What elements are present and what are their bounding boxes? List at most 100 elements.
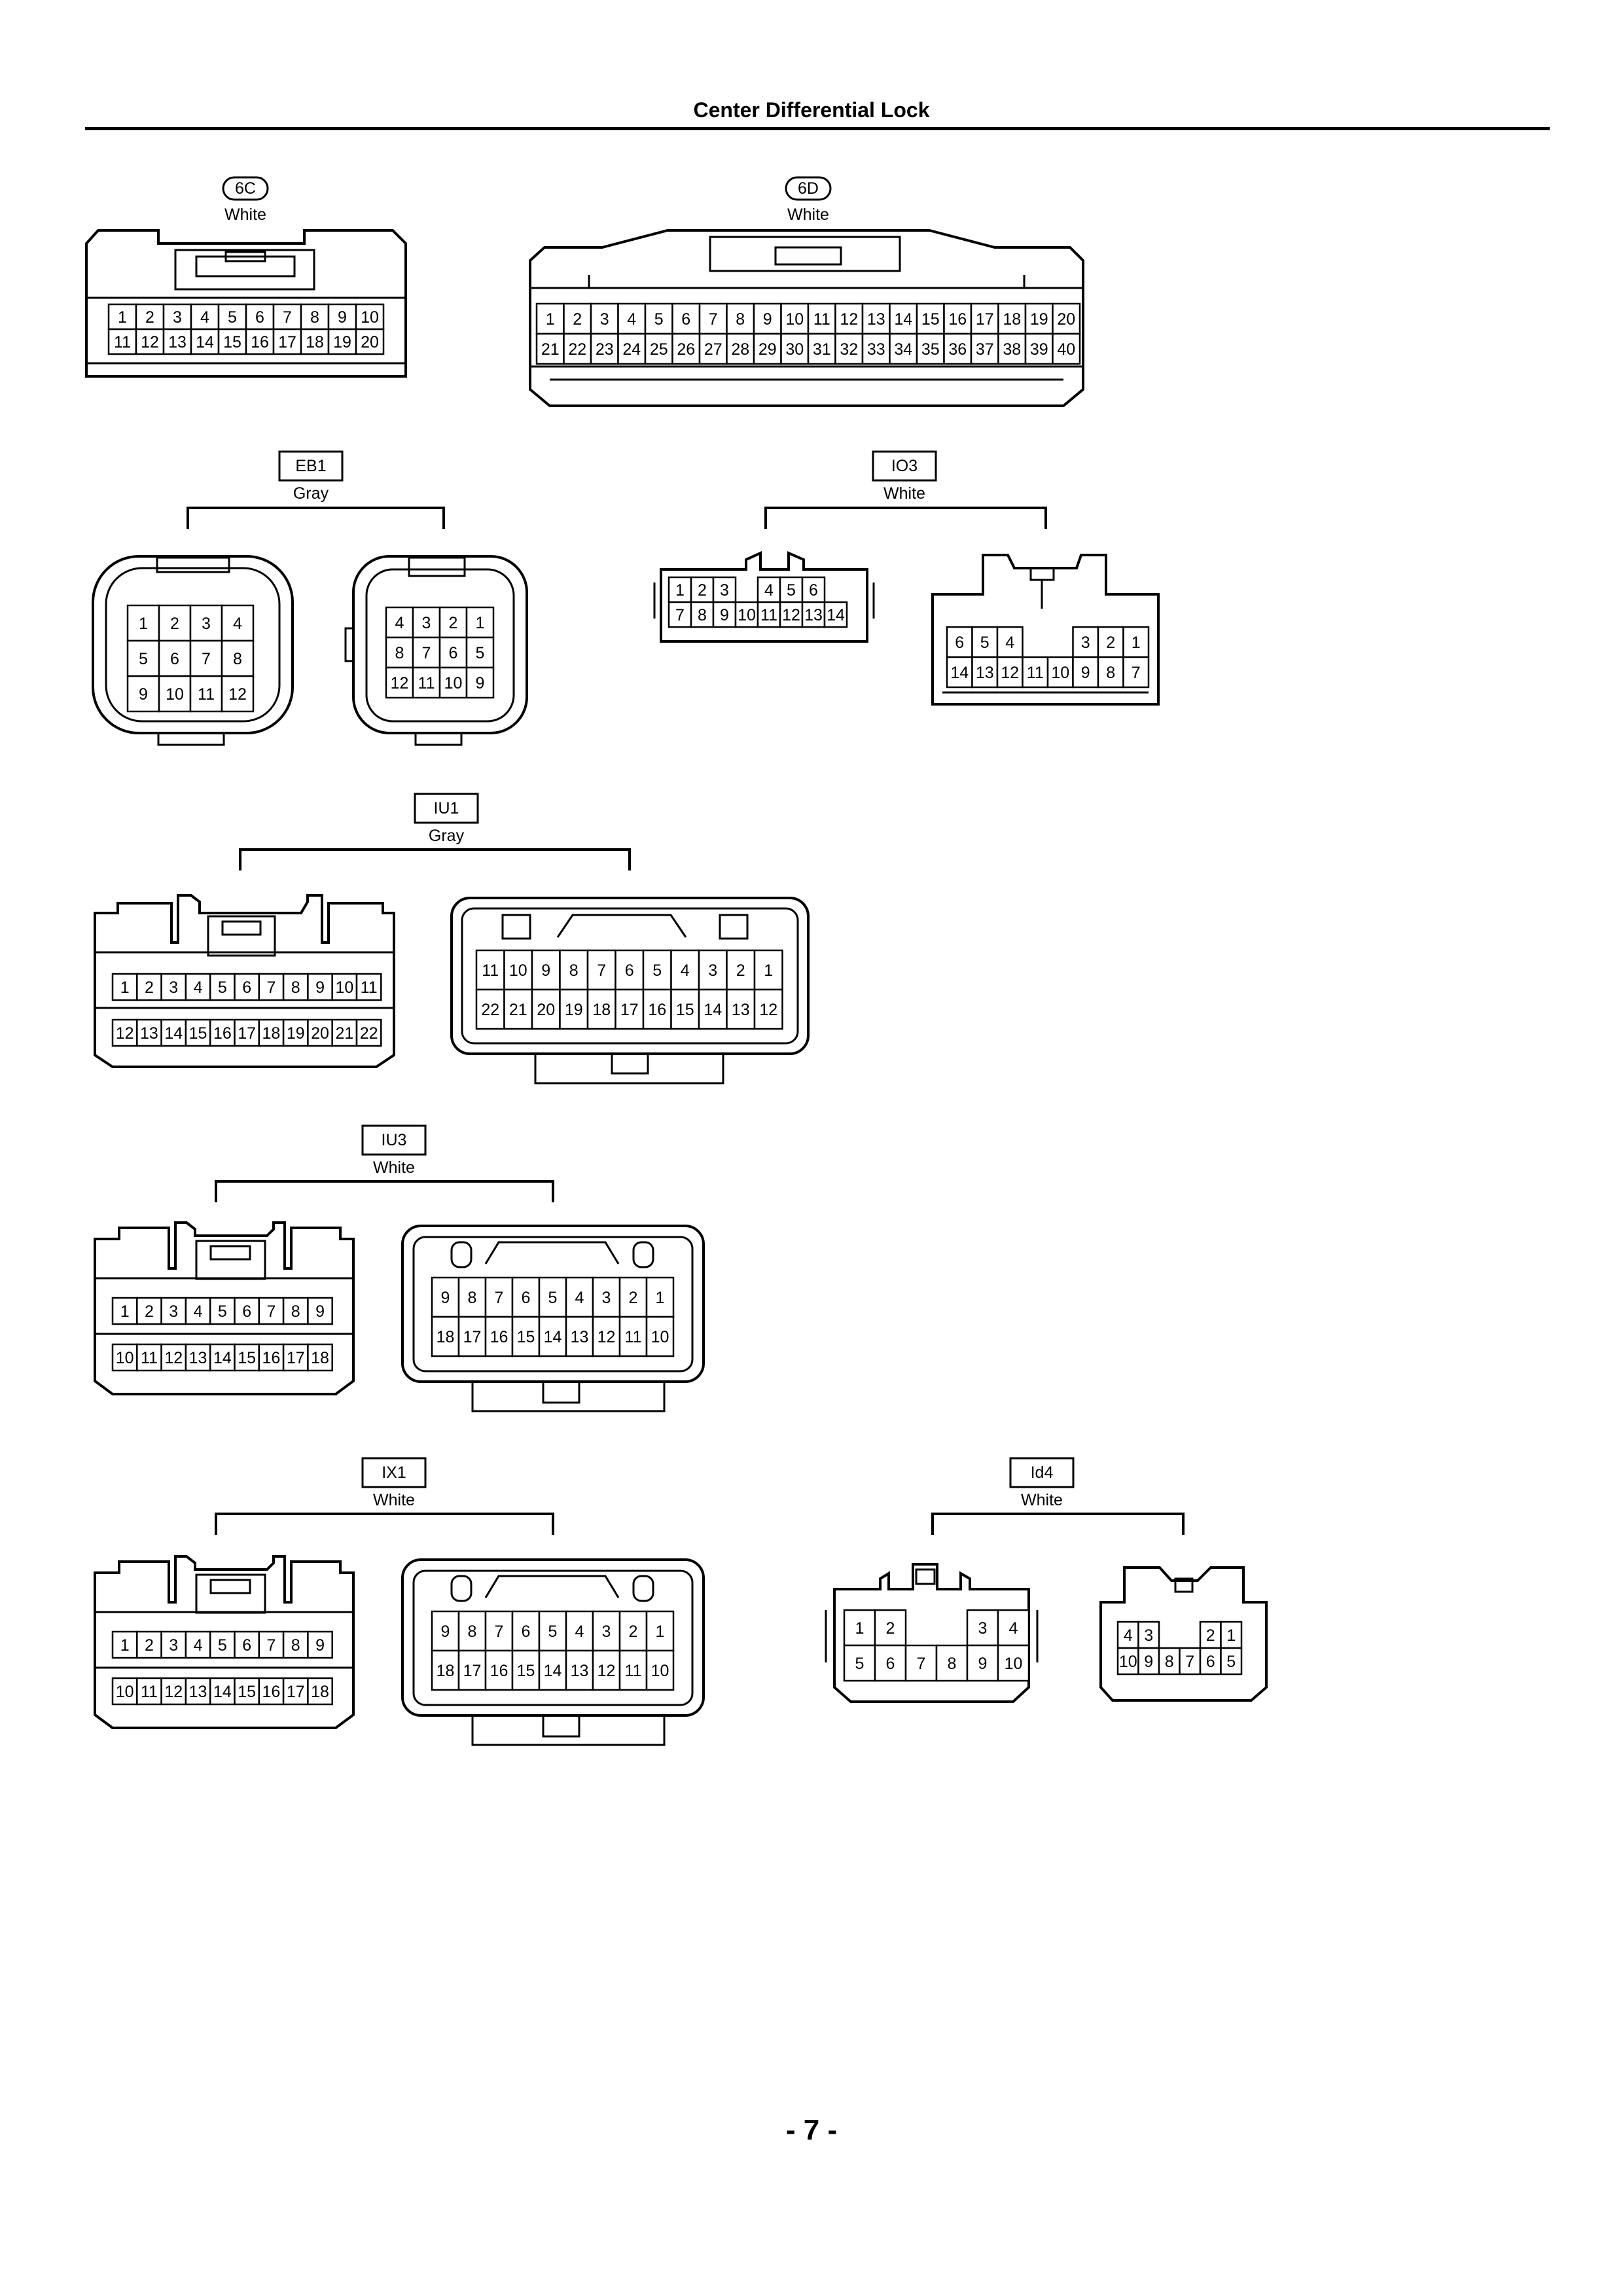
pin-cell	[431, 1649, 460, 1691]
pin-label: 7	[266, 978, 276, 997]
housing-outline	[85, 229, 407, 378]
pin-label: 3	[169, 978, 178, 997]
pin-label: 5	[548, 1289, 558, 1307]
pin-label: 5	[1226, 1653, 1236, 1671]
pin-cell	[946, 626, 973, 658]
iu1-male-key-right	[719, 914, 749, 940]
pin-cell	[217, 328, 247, 355]
pin-cell	[355, 328, 385, 355]
pin-cell	[234, 1343, 260, 1372]
pin-label: 4	[681, 961, 690, 980]
female-housing-lines	[95, 1277, 353, 1335]
pin-label: 13	[867, 310, 885, 329]
pin-label: 5	[654, 310, 664, 329]
pairing-bracket	[215, 1513, 554, 1535]
pin-label: 3	[202, 615, 211, 633]
pin-cell	[698, 988, 728, 1030]
male-key-right	[632, 1241, 654, 1268]
pin-label: 7	[675, 606, 685, 624]
pin-label: 9	[441, 1623, 450, 1641]
male-inner	[412, 1570, 694, 1706]
pin-label: 6	[242, 1302, 251, 1321]
pin-label: 21	[335, 1024, 353, 1043]
pin-cell	[712, 601, 737, 628]
pin-label: 10	[738, 606, 756, 624]
pin-label: 3	[600, 310, 609, 329]
pin-cell	[245, 328, 275, 355]
pin-cell	[966, 1644, 999, 1682]
pin-cell	[307, 1343, 333, 1372]
io3-male-lock	[1029, 567, 1055, 581]
pin-label: 37	[976, 340, 994, 359]
female-housing	[94, 1555, 355, 1729]
male-key-right	[632, 1575, 654, 1602]
pin-label: 29	[758, 340, 777, 359]
pin-cell	[457, 1610, 487, 1652]
pin-cell	[874, 1609, 907, 1647]
pin-label: 14	[196, 333, 214, 351]
pin-label: 11	[760, 606, 777, 624]
pin-label: 1	[656, 1623, 665, 1641]
pin-label: 4	[627, 310, 636, 329]
latch-tab	[774, 246, 842, 266]
pin-cell	[690, 576, 715, 603]
pin-cell	[111, 973, 138, 1001]
latch	[709, 236, 901, 272]
pin-label: 25	[650, 340, 668, 359]
title-rule	[85, 127, 1550, 130]
pin-cell	[645, 1649, 675, 1691]
pin-label: 33	[867, 340, 885, 359]
pin-cell	[1158, 1647, 1181, 1676]
pin-label: 13	[189, 1349, 207, 1367]
pin-cell	[160, 1018, 187, 1047]
pin-label: 15	[517, 1328, 535, 1346]
pin-label: 9	[441, 1289, 450, 1307]
pin-cell	[221, 604, 255, 642]
pin-label: 5	[855, 1655, 865, 1673]
pin-label: 2	[629, 1623, 638, 1641]
pin-label: 12	[597, 1662, 616, 1680]
pin-cell	[780, 332, 810, 365]
pin-label: 17	[463, 1662, 482, 1680]
pin-cell	[209, 973, 236, 1001]
latch	[174, 249, 315, 291]
pin-label: 19	[333, 333, 351, 351]
pin-cell	[712, 576, 737, 603]
pin-label: 12	[597, 1328, 616, 1346]
id4-female-housing	[833, 1563, 1030, 1703]
pin-label: 1	[476, 614, 485, 632]
pin-label: 9	[763, 310, 772, 329]
pin-label: 13	[140, 1024, 158, 1043]
connector-color: White	[883, 484, 925, 503]
pin-label: 1	[656, 1289, 665, 1307]
connector-code: EB1	[295, 457, 326, 475]
pin-label: 1	[120, 1302, 130, 1321]
pin-label: 8	[736, 310, 745, 329]
pin-label: 8	[291, 1636, 300, 1655]
pin-label: 15	[921, 310, 940, 329]
pin-cell	[412, 666, 441, 699]
pin-label: 16	[648, 1001, 666, 1019]
connector-code: 6D	[798, 179, 819, 198]
pin-label: 15	[238, 1349, 256, 1367]
pin-label: 14	[827, 606, 845, 624]
pin-cell	[355, 303, 385, 331]
pin-label: 16	[948, 310, 967, 329]
pin-cell	[645, 1610, 675, 1652]
male-inner	[412, 1236, 694, 1372]
pin-label: 12	[840, 310, 858, 329]
connector-color: White	[373, 1491, 415, 1509]
iu1-male-inner	[461, 907, 799, 1045]
pin-cell	[126, 604, 160, 642]
pin-cell	[997, 1644, 1030, 1682]
eb1-male-bottom-tab	[414, 732, 463, 746]
pin-cell	[753, 988, 783, 1030]
pin-cell	[565, 1649, 594, 1691]
pin-cell	[916, 332, 945, 365]
male-key-left	[450, 1241, 473, 1268]
pairing-bracket	[764, 507, 1047, 529]
pin-label: 1	[118, 308, 127, 327]
